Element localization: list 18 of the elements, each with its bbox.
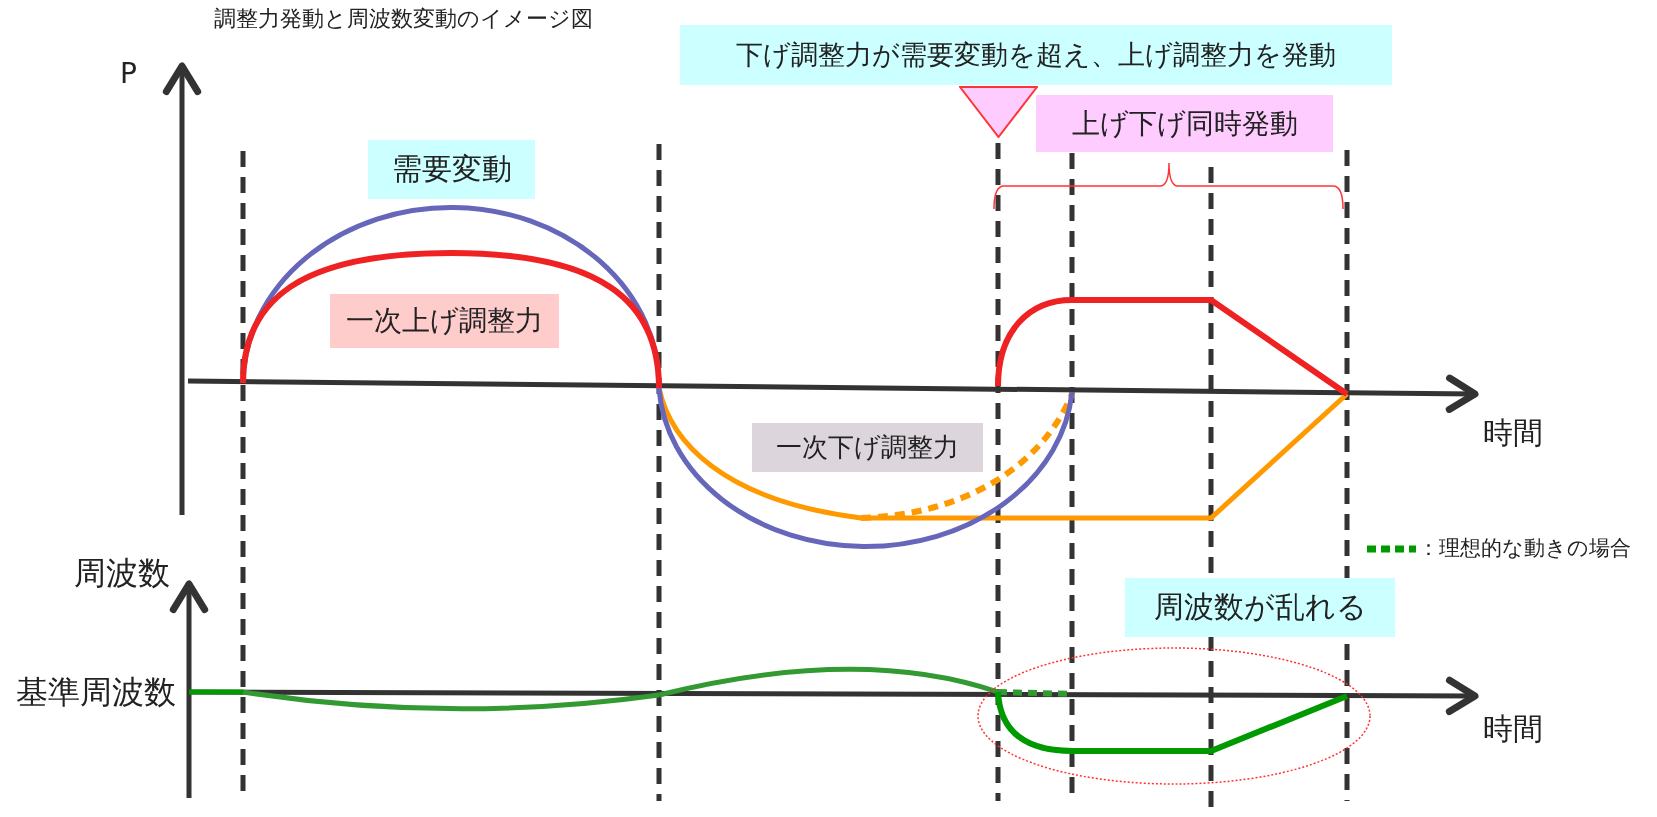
callout-text: 上げ下げ同時発動 [1071,105,1298,142]
callout-text: 周波数が乱れる [1153,588,1367,626]
callout-box [1125,578,1395,637]
callout-box [330,294,559,348]
axis-label: 時間 [1483,418,1543,448]
callout-box [680,25,1392,85]
axis-label: P [120,60,137,88]
callout-text: 一次下げ調整力 [776,431,959,464]
callout-text: 下げ調整力が需要変動を超え、上げ調整力を発動 [736,38,1336,72]
callout-box [368,140,535,199]
title: 調整力発動と周波数変動のイメージ図 [214,8,593,30]
callout-text: 一次上げ調整力 [346,303,543,339]
callout-box [752,423,983,472]
axis-label: 周波数 [74,557,170,589]
callout-text: 需要変動 [391,150,512,188]
axis-label: 基準周波数 [16,676,176,708]
axis-label: 時間 [1483,714,1543,744]
legend-text: ：理想的な動きの場合 [1418,538,1631,559]
